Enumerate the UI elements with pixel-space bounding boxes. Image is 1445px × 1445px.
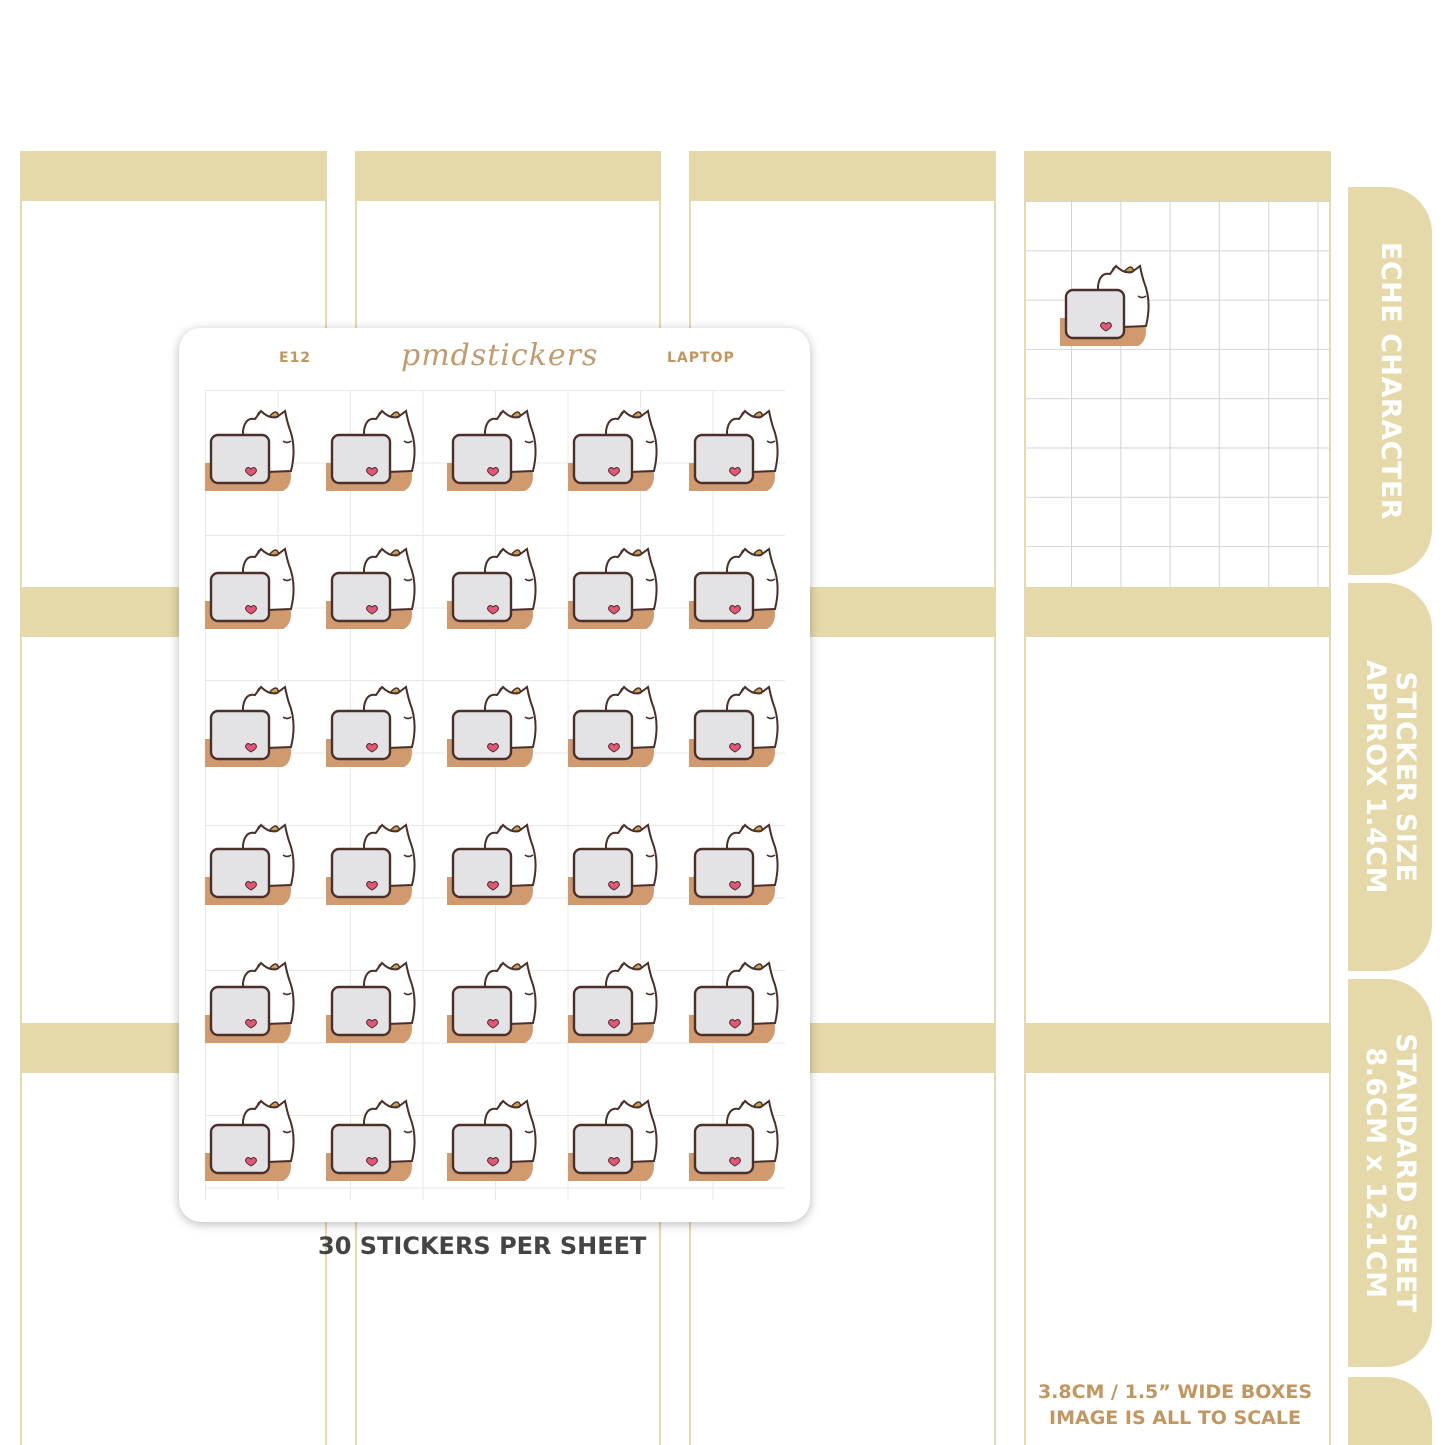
cat-with-laptop-icon bbox=[447, 685, 537, 767]
sticker bbox=[445, 403, 545, 493]
cat-with-laptop-icon bbox=[205, 1099, 295, 1181]
cat-with-laptop-icon bbox=[447, 409, 537, 491]
sticker bbox=[445, 541, 545, 631]
side-tab-label: STICKER SIZE APPROX 1.4CM bbox=[1360, 660, 1421, 894]
cat-with-laptop-icon bbox=[447, 1099, 537, 1181]
cat-with-laptop-icon bbox=[326, 823, 416, 905]
sticker bbox=[203, 955, 303, 1045]
cat-with-laptop-icon bbox=[689, 823, 779, 905]
cat-with-laptop-icon bbox=[689, 1099, 779, 1181]
width-note: 3.8CM / 1.5” WIDE BOXES bbox=[1037, 1381, 1313, 1403]
cat-with-laptop-icon bbox=[568, 409, 658, 491]
cat-with-laptop-icon bbox=[689, 409, 779, 491]
brand-logo: pmdstickers bbox=[401, 338, 599, 373]
sticker bbox=[324, 1093, 424, 1183]
cat-with-laptop-icon bbox=[205, 685, 295, 767]
cat-with-laptop-icon bbox=[205, 409, 295, 491]
sticker-sheet: E12 pmdstickers LAPTOP bbox=[179, 328, 810, 1222]
sticker bbox=[203, 817, 303, 907]
sticker bbox=[324, 955, 424, 1045]
column-header-band bbox=[1024, 151, 1331, 201]
sticker bbox=[445, 817, 545, 907]
cat-with-laptop-icon bbox=[326, 1099, 416, 1181]
sticker bbox=[687, 1093, 787, 1183]
cat-with-laptop-icon bbox=[205, 823, 295, 905]
sticker bbox=[324, 679, 424, 769]
sticker bbox=[203, 541, 303, 631]
sheet-grid-lines bbox=[205, 390, 785, 1200]
sticker bbox=[687, 541, 787, 631]
sticker bbox=[324, 403, 424, 493]
sticker bbox=[203, 1093, 303, 1183]
stickers-per-sheet-caption: 30 STICKERS PER SHEET bbox=[318, 1232, 647, 1260]
planner-column-4 bbox=[1024, 151, 1331, 1445]
cat-with-laptop-icon bbox=[568, 547, 658, 629]
scale-note: IMAGE IS ALL TO SCALE bbox=[1049, 1407, 1301, 1429]
sticker bbox=[687, 403, 787, 493]
sticker bbox=[566, 817, 666, 907]
sticker bbox=[566, 403, 666, 493]
sheet-code: E12 bbox=[279, 350, 312, 366]
column-divider-band bbox=[1024, 587, 1331, 637]
side-tab-label: ECHE CHARACTER bbox=[1375, 241, 1406, 521]
cat-with-laptop-icon bbox=[689, 685, 779, 767]
cat-with-laptop-icon bbox=[326, 685, 416, 767]
cat-with-laptop-icon bbox=[326, 409, 416, 491]
sticker bbox=[324, 817, 424, 907]
cat-with-laptop-icon bbox=[205, 547, 295, 629]
column-divider-band bbox=[1024, 1023, 1331, 1073]
cat-with-laptop-icon bbox=[326, 961, 416, 1043]
cat-with-laptop-icon bbox=[568, 823, 658, 905]
cat-with-laptop-icon bbox=[568, 961, 658, 1043]
cat-with-laptop-icon bbox=[447, 823, 537, 905]
column-header-band bbox=[20, 151, 327, 201]
sticker bbox=[203, 403, 303, 493]
cat-with-laptop-icon bbox=[689, 547, 779, 629]
sticker bbox=[566, 955, 666, 1045]
column-header-band bbox=[689, 151, 996, 201]
cat-with-laptop-icon bbox=[447, 547, 537, 629]
sheet-name: LAPTOP bbox=[667, 350, 735, 366]
sticker bbox=[687, 955, 787, 1045]
sticker bbox=[566, 1093, 666, 1183]
sticker bbox=[687, 679, 787, 769]
column-header-band bbox=[355, 151, 661, 201]
sticker bbox=[445, 1093, 545, 1183]
cat-with-laptop-icon bbox=[326, 547, 416, 629]
sticker bbox=[445, 679, 545, 769]
cat-with-laptop-icon bbox=[1060, 264, 1150, 346]
sticker bbox=[566, 541, 666, 631]
sticker bbox=[687, 817, 787, 907]
side-tab-sticker-size: STICKER SIZE APPROX 1.4CM bbox=[1348, 583, 1432, 971]
cat-with-laptop-icon bbox=[568, 1099, 658, 1181]
cat-with-laptop-icon bbox=[447, 961, 537, 1043]
sticker bbox=[203, 679, 303, 769]
side-tab-label: STANDARD SHEET 8.6CM x 12.1CM bbox=[1360, 1033, 1421, 1313]
sample-sticker bbox=[1058, 258, 1158, 348]
side-tab-standard-sheet: STANDARD SHEET 8.6CM x 12.1CM bbox=[1348, 979, 1432, 1367]
cat-with-laptop-icon bbox=[568, 685, 658, 767]
cat-with-laptop-icon bbox=[689, 961, 779, 1043]
cat-with-laptop-icon bbox=[205, 961, 295, 1043]
column-grid-area bbox=[1026, 201, 1329, 588]
sticker-grid bbox=[203, 403, 813, 1231]
side-tab-blank bbox=[1348, 1377, 1432, 1445]
sticker bbox=[566, 679, 666, 769]
sticker bbox=[445, 955, 545, 1045]
sticker bbox=[324, 541, 424, 631]
side-tab-character: ECHE CHARACTER bbox=[1348, 187, 1432, 575]
